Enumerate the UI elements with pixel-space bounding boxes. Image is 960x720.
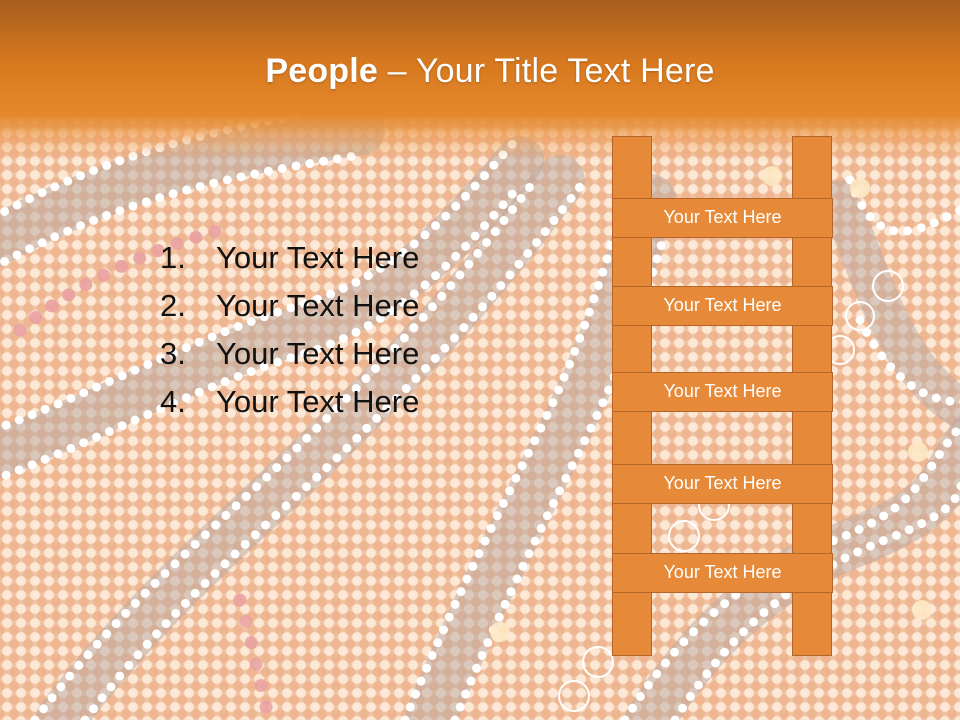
list-item: 4. Your Text Here xyxy=(160,378,419,426)
list-number: 4. xyxy=(160,384,186,419)
ladder-rung-3[interactable]: Your Text Here xyxy=(612,372,833,412)
list-number: 1. xyxy=(160,240,186,275)
list-item-text: Your Text Here xyxy=(216,288,420,323)
list-item: 3. Your Text Here xyxy=(160,330,419,378)
ladder-rung-2[interactable]: Your Text Here xyxy=(612,286,833,326)
list-item-text: Your Text Here xyxy=(216,336,420,371)
slide-title[interactable]: People – Your Title Text Here xyxy=(0,52,960,91)
ladder-rung-5[interactable]: Your Text Here xyxy=(612,553,833,593)
ladder-rung-4[interactable]: Your Text Here xyxy=(612,464,833,504)
list-number: 2. xyxy=(160,288,186,323)
ladder-rung-1[interactable]: Your Text Here xyxy=(612,198,833,238)
list-number: 3. xyxy=(160,336,186,371)
numbered-list[interactable]: 1. Your Text Here 2. Your Text Here 3. Your… xyxy=(160,234,419,426)
list-item: 1. Your Text Here xyxy=(160,234,419,282)
title-bold-part: People xyxy=(265,52,379,90)
title-banner xyxy=(0,0,960,160)
list-item-text: Your Text Here xyxy=(216,384,420,419)
list-item-text: Your Text Here xyxy=(216,240,420,275)
list-item: 2. Your Text Here xyxy=(160,282,419,330)
title-rest-part: – Your Title Text Here xyxy=(378,52,715,90)
